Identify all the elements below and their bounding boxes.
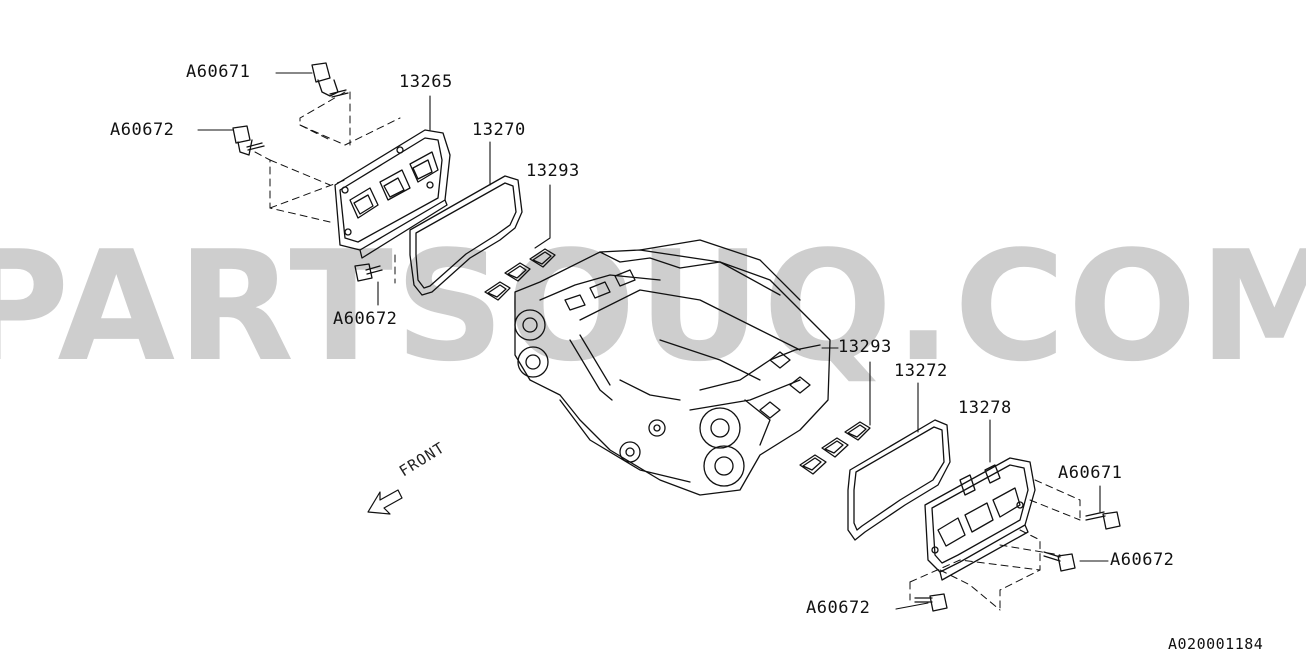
diagram-id: A020001184 (1168, 635, 1264, 653)
label-bolt-top-left-b: A60672 (110, 120, 175, 140)
right-dashed-lines (909, 479, 1081, 611)
label-bolt-bottom-left: A60672 (333, 309, 398, 329)
bolt-a60672-left (232, 125, 265, 156)
label-bolt-right-c: A60672 (806, 598, 871, 618)
label-seal-right: 13293 (838, 337, 892, 357)
left-gasket (409, 175, 523, 296)
label-gasket-right: 13272 (894, 361, 948, 381)
bolt-a60672-bottom-left (354, 263, 383, 282)
right-gasket-inner (853, 426, 945, 531)
label-cover-right: 13278 (958, 398, 1012, 418)
bolt-a60671-top-left (311, 62, 349, 98)
label-seal-left: 13293 (526, 161, 580, 181)
label-bolt-right-a: A60671 (1058, 463, 1123, 483)
left-rocker-cover (334, 129, 451, 259)
right-plug-seals (799, 421, 871, 475)
bolt-a60672-bottom-right (914, 593, 948, 612)
right-gasket (847, 419, 951, 541)
right-rocker-cover (924, 457, 1036, 581)
left-gasket-inner (415, 182, 517, 289)
label-cover-left: 13265 (399, 72, 453, 92)
left-plug-seals (484, 248, 556, 301)
bolt-a60671-right (1085, 511, 1121, 530)
front-arrow (367, 489, 403, 515)
label-bolt-top-left-a: A60671 (186, 62, 251, 82)
left-dashed-lines (254, 91, 401, 284)
cylinder-head (514, 239, 831, 496)
label-gasket-left: 13270 (472, 120, 526, 140)
label-bolt-right-b: A60672 (1110, 550, 1175, 570)
bolt-a60672-right (1043, 551, 1076, 572)
leader-lines (197, 72, 1109, 610)
